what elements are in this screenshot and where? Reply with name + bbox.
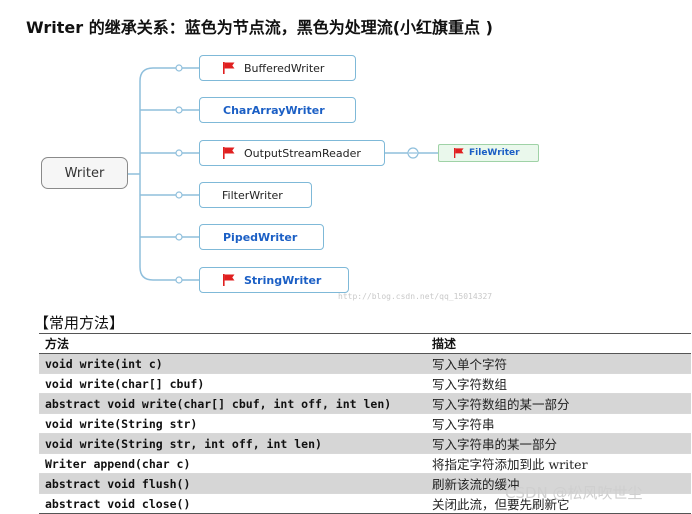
table-row: void write(String str, int off, int len)… (39, 433, 691, 454)
table-row: void write(String str) 写入字符串 (39, 413, 691, 434)
red-flag-icon (223, 62, 235, 74)
method-cell: abstract void write(char[] cbuf, int off… (39, 393, 426, 414)
method-cell: Writer append(char c) (39, 453, 426, 474)
red-flag-icon (223, 147, 235, 159)
method-cell: abstract void flush() (39, 473, 426, 494)
node-bufferedwriter[interactable]: BufferedWriter (199, 55, 356, 81)
node-filterwriter[interactable]: FilterWriter (199, 182, 312, 208)
method-cell: void write(char[] cbuf) (39, 373, 426, 394)
section-title: 【常用方法】 (34, 314, 125, 332)
header-method: 方法 (39, 333, 426, 354)
description-cell: 写入字符数组 (426, 373, 691, 394)
header-description: 描述 (426, 333, 691, 354)
table-row: void write(char[] cbuf) 写入字符数组 (39, 373, 691, 394)
connector-dot (175, 64, 183, 72)
connector-lines (128, 64, 438, 284)
table-header-row: 方法 描述 (39, 333, 691, 354)
watermark-url: http://blog.csdn.net/qq_15014327 (338, 292, 493, 301)
method-cell: void write(String str, int off, int len) (39, 433, 426, 454)
connector-dot (175, 233, 183, 241)
credit-watermark: CSDN @松风吹世尘 (505, 484, 643, 502)
methods-table: 方法 描述 void write(int c) 写入单个字符 void writ… (39, 333, 691, 514)
node-pipedwriter[interactable]: PipedWriter (199, 224, 324, 250)
node-chararraywriter[interactable]: CharArrayWriter (199, 97, 356, 123)
connector-dot (175, 276, 183, 284)
node-outputstreamreader[interactable]: OutputStreamReader (199, 140, 385, 166)
connector-dot (175, 149, 183, 157)
node-filewriter[interactable]: FileWriter (438, 144, 539, 162)
page-title: Writer 的继承关系：蓝色为节点流，黑色为处理流(小红旗重点 ) (26, 18, 493, 37)
method-cell: void write(String str) (39, 413, 426, 434)
node-stringwriter[interactable]: StringWriter (199, 267, 349, 293)
description-cell: 将指定字符添加到此 writer (426, 453, 691, 474)
description-cell: 刷新该流的缓冲 (426, 473, 691, 494)
table-row: abstract void flush() 刷新该流的缓冲 (39, 473, 691, 494)
table-row: Writer append(char c) 将指定字符添加到此 writer (39, 453, 691, 474)
connector-dot (175, 191, 183, 199)
connector-trunk (128, 67, 154, 281)
table-row: abstract void write(char[] cbuf, int off… (39, 393, 691, 414)
description-cell: 写入字符数组的某一部分 (426, 393, 691, 414)
method-cell: void write(int c) (39, 353, 426, 374)
description-cell: 写入字符串的某一部分 (426, 433, 691, 454)
red-flag-icon (454, 148, 464, 158)
connector-dot (175, 106, 183, 114)
method-cell: abstract void close() (39, 493, 426, 514)
red-flag-icon (223, 274, 235, 286)
node-writer[interactable]: Writer (41, 157, 128, 189)
description-cell: 写入字符串 (426, 413, 691, 434)
description-cell: 写入单个字符 (426, 353, 691, 374)
table-row: void write(int c) 写入单个字符 (39, 353, 691, 374)
